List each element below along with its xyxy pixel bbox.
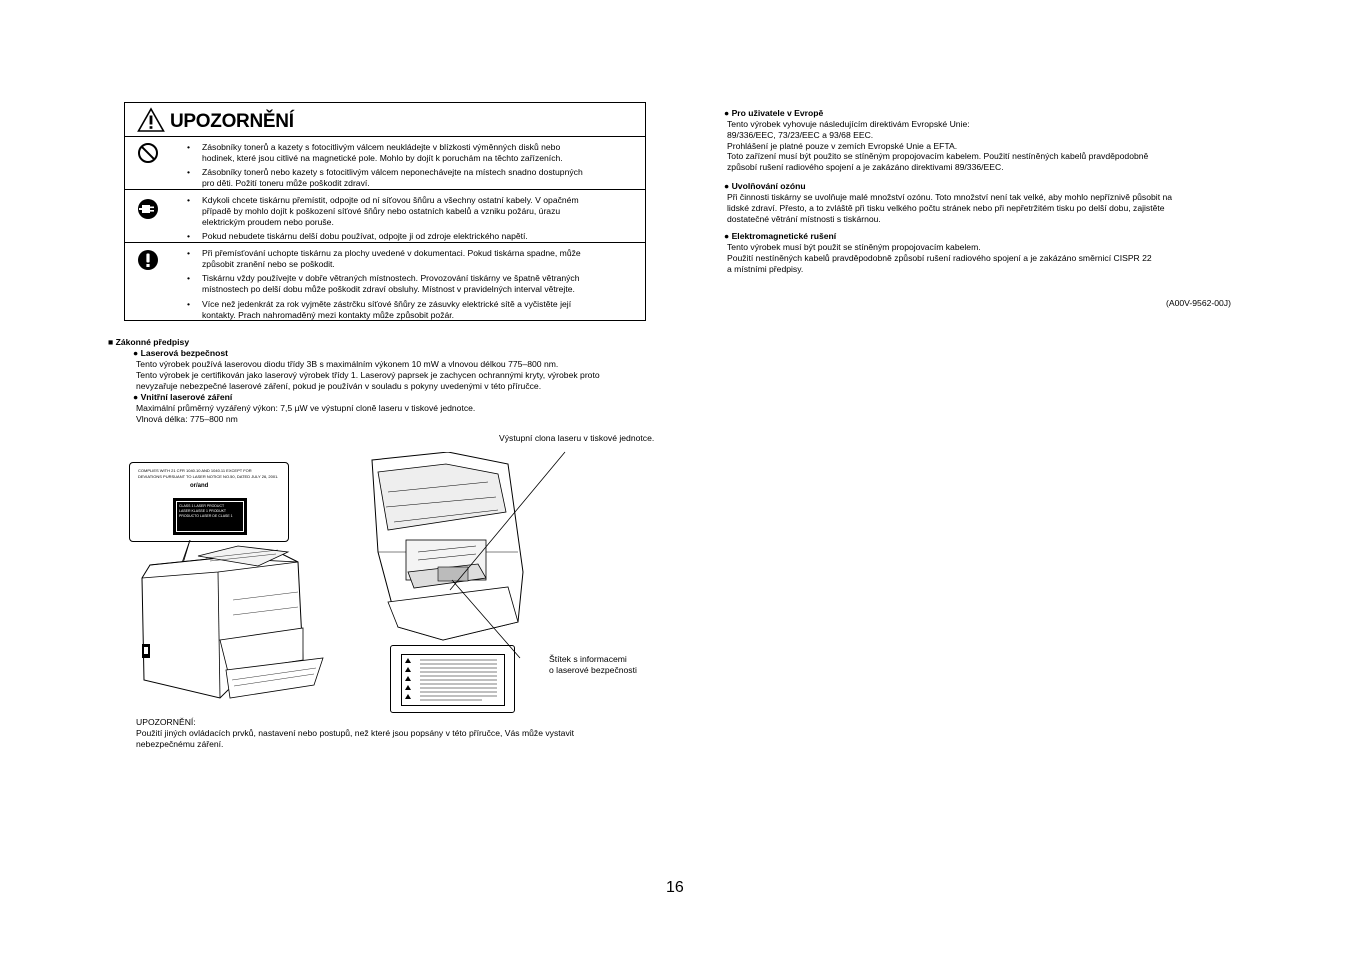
caution-line: Tiskárnu vždy používejte v dobře větraný… [202, 273, 580, 283]
caution-line: způsobit zranění nebo se poškodit. [202, 258, 335, 269]
unplug-icon [137, 198, 159, 220]
regulations-heading: ■ Zákonné předpisy [108, 337, 190, 347]
printer-open-illustration [358, 452, 533, 642]
europe-text: Tento výrobek vyhovuje následujícím dire… [727, 119, 1148, 173]
caution-line: případě by mohlo dojít k poškození síťov… [202, 205, 561, 216]
caution-box: UPOZORNĚNÍ • Zásobníky tonerů a kazety s… [124, 102, 646, 321]
document-code: (A00V-9562-00J) [1166, 298, 1231, 308]
aperture-callout: Výstupní clona laseru v tiskové jednotce… [499, 433, 655, 443]
caution-line: kontakty. Prach nahromaděný mezi kontakt… [202, 309, 455, 320]
text-line: Při činnosti tiskárny se uvolňuje malé m… [727, 192, 1173, 202]
prohibition-icon [137, 142, 159, 164]
europe-heading: ● Pro uživatele v Evropě [724, 108, 824, 118]
warning-triangle-icon [137, 107, 165, 133]
caution-line: místnostech po delší dobu může poškodit … [202, 283, 575, 294]
text-line: Vlnová délka: 775–800 nm [136, 413, 238, 424]
internal-laser-text: Maximální průměrný vyzářený výkon: 7,5 µ… [136, 403, 475, 425]
emc-heading: ● Elektromagnetické rušení [724, 231, 837, 241]
text-line: nevyzařuje nebezpečné laserové záření, p… [136, 380, 542, 391]
ozone-heading: ● Uvolňování ozónu [724, 181, 806, 191]
text-line: o laserové bezpečnosti [549, 664, 637, 675]
caution-line: Zásobníky tonerů a kazety s fotocitlivým… [202, 142, 561, 152]
text-line: Použití jiných ovládacích prvků, nastave… [136, 728, 575, 738]
ozone-text: Při činnosti tiskárny se uvolňuje malé m… [727, 192, 1172, 224]
text-line: Štítek s informacemi [549, 654, 627, 664]
caution-group-power: • Kdykoli chcete tiskárnu přemístit, odp… [125, 190, 645, 243]
caution-line: hodinek, které jsou citlivé na magnetick… [202, 152, 563, 163]
text-line: a místními předpisy. [727, 263, 804, 274]
text-line: Tento výrobek používá laserovou diodu tř… [136, 359, 559, 369]
class1-label: CLASS 1 LASER PRODUCT LASER KLASSE 1 PRO… [173, 498, 247, 535]
text-line: Tento výrobek musí být použit se stíněný… [727, 242, 981, 252]
callout-leader-lines [430, 450, 570, 670]
caution-group-storage: • Zásobníky tonerů a kazety s fotocitliv… [125, 136, 645, 190]
internal-laser-heading: ● Vnitřní laserové záření [133, 392, 233, 402]
laser-safety-text: Tento výrobek používá laserovou diodu tř… [136, 359, 600, 391]
label-or-and: or/and [190, 483, 209, 489]
safety-label-box [390, 645, 515, 713]
text-line: Použití nestíněných kabelů pravděpodobně… [727, 252, 1152, 263]
text-line: nebezpečnému záření. [136, 738, 224, 749]
caution-line: Zásobníky tonerů nebo kazety s fotocitli… [202, 167, 583, 177]
caution-group-handling: • Při přemísťování uchopte tiskárnu za p… [125, 243, 645, 322]
caution-line: Pokud nebudete tiskárnu delší dobu použí… [202, 231, 528, 241]
warning-label: UPOZORNĚNÍ: [136, 717, 196, 727]
certification-label-box: COMPLIES WITH 21 CFR 1040.10 AND 1040.11… [129, 462, 289, 542]
label-text: COMPLIES WITH 21 CFR 1040.10 AND 1040.11… [138, 468, 279, 479]
text-line: způsobí rušení radiového spojení a je za… [727, 162, 1004, 173]
caution-title-row: UPOZORNĚNÍ [125, 103, 645, 137]
text-line: Maximální průměrný vyzářený výkon: 7,5 µ… [136, 403, 476, 413]
emc-text: Tento výrobek musí být použit se stíněný… [727, 242, 1152, 274]
warning-text: Použití jiných ovládacích prvků, nastave… [136, 728, 574, 750]
label-callout: Štítek s informacemi o laserové bezpečno… [549, 654, 637, 676]
caution-title: UPOZORNĚNÍ [170, 111, 294, 132]
caution-line: Více než jedenkrát za rok vyjměte zástrč… [202, 299, 572, 309]
text-line: Tento výrobek vyhovuje následujícím dire… [727, 119, 970, 129]
page-number: 16 [666, 879, 684, 896]
text-line: Toto zařízení musí být použito se stíněn… [727, 151, 1149, 162]
laser-safety-heading: ● Laserová bezpečnost [133, 348, 228, 358]
safety-label [401, 654, 505, 706]
text-line: dostatečné větrání místnosti s tiskárnou… [727, 213, 881, 224]
exclamation-icon [137, 249, 159, 271]
caution-line: Kdykoli chcete tiskárnu přemístit, odpoj… [202, 195, 579, 205]
caution-line: Při přemísťování uchopte tiskárnu za plo… [202, 248, 581, 258]
text-line: Tento výrobek je certifikován jako laser… [136, 369, 600, 380]
text-line: Prohlášení je platné pouze v zemích Evro… [727, 140, 958, 151]
text-line: lidské zdraví. Přesto, a to zvláště při … [727, 202, 1165, 213]
text-line: 89/336/EEC, 73/23/EEC a 93/68 EEC. [727, 129, 874, 140]
printer-front-illustration [138, 540, 328, 700]
caution-line: elektrickým proudem nebo poruše. [202, 216, 334, 227]
caution-line: pro děti. Požití toneru může poškodit zd… [202, 177, 370, 188]
